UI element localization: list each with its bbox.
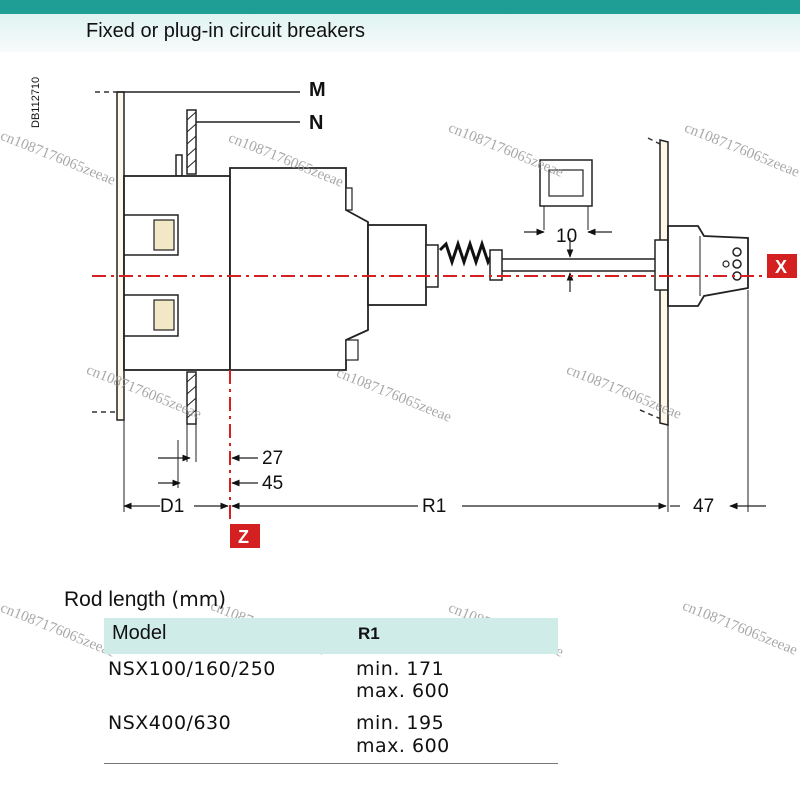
extension-rod <box>438 239 658 281</box>
table-title-text: Rod length <box>64 588 166 611</box>
row-1-min: min. 171 <box>356 658 445 680</box>
row-1-max: max. 600 <box>356 680 450 702</box>
dimension-lines <box>123 290 766 512</box>
header-band <box>0 14 800 52</box>
table-title: Rod length (mm) <box>64 587 226 612</box>
breaker-body <box>123 154 439 371</box>
row-1-model: NSX100/160/250 <box>108 658 276 680</box>
rotary-handle <box>654 225 749 307</box>
z-axis-tag <box>230 524 260 548</box>
label-n: N <box>309 112 323 134</box>
header-model: Model <box>112 622 167 644</box>
top-accent-bar <box>0 0 800 14</box>
page-title: Fixed or plug-in circuit breakers <box>86 20 365 42</box>
table-header-row <box>104 618 558 654</box>
row-2-min: min. 195 <box>356 712 445 734</box>
label-dim-47: 47 <box>693 496 714 517</box>
breaker-dimension-diagram: M N 10 <box>92 79 797 548</box>
row-2-model: NSX400/630 <box>108 712 232 734</box>
label-dim-45: 45 <box>262 473 283 494</box>
label-x: X <box>775 257 787 277</box>
header-r1: R1 <box>358 624 380 643</box>
label-dim-27: 27 <box>262 448 283 469</box>
row-2-max: max. 600 <box>356 735 450 757</box>
label-rod-gap: 10 <box>556 226 577 247</box>
x-axis-tag <box>767 254 797 278</box>
label-m: M <box>309 79 326 101</box>
label-z: Z <box>238 527 249 547</box>
label-dim-r1: R1 <box>422 496 446 517</box>
table-bottom-rule <box>104 763 558 764</box>
reference-lines <box>118 91 300 123</box>
table-title-unit: (mm) <box>171 587 226 611</box>
front-panel <box>186 109 197 425</box>
watermark: cn1087176065zeeae <box>680 598 800 659</box>
label-dim-d1: D1 <box>160 496 184 517</box>
rod-section-detail <box>524 159 612 292</box>
